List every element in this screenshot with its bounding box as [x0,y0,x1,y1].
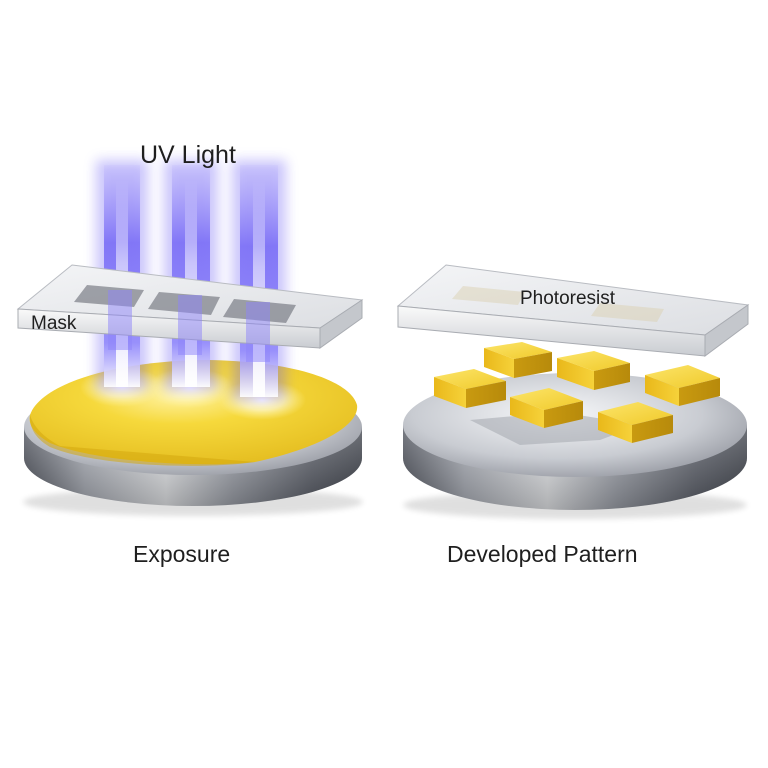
developed-pattern-caption: Developed Pattern [447,541,638,568]
mask-label: Mask [31,313,76,335]
photoresist-label: Photoresist [520,288,615,310]
resist-block-1 [484,342,552,378]
photoresist-plate [398,265,748,356]
exposure-caption: Exposure [133,541,230,568]
uv-beam-3 [232,160,286,400]
uv-light-label: UV Light [140,141,236,170]
uv-beam-2 [164,160,218,390]
